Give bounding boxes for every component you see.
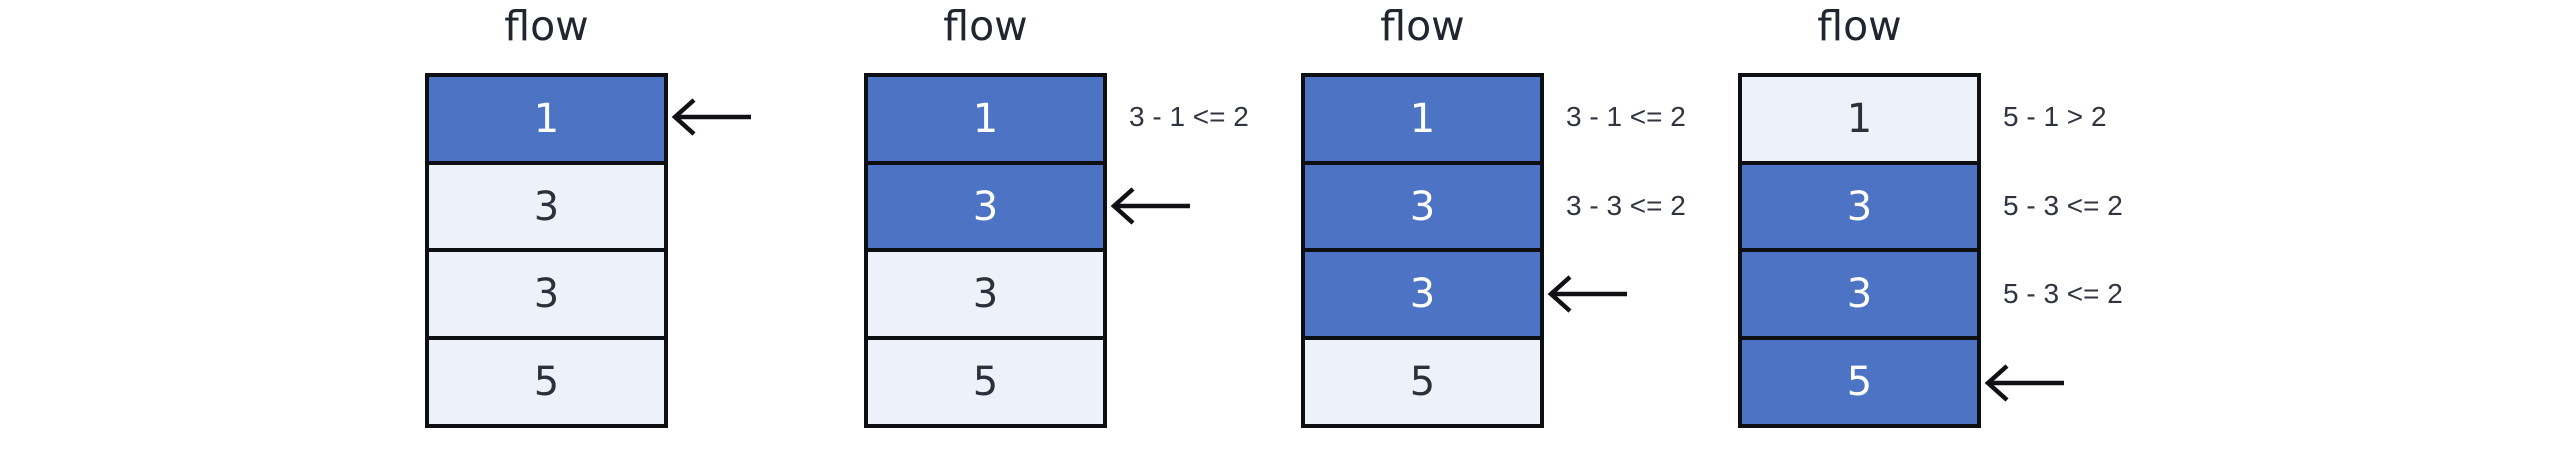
box-value: 3 xyxy=(972,183,999,230)
panel-title: flow xyxy=(1380,2,1465,50)
box-value: 1 xyxy=(1409,96,1436,142)
stack-box: 3 xyxy=(1738,248,1981,340)
flow-panel-3: flow 1 3 3 5 3 - 1 <= 2 3 - 3 <= 2 xyxy=(1301,0,1771,456)
stack-diagram: 1 3 3 5 xyxy=(425,73,668,428)
box-value: 5 xyxy=(972,358,999,405)
stack-box: 3 xyxy=(1738,160,1981,253)
comparison-annotation: 3 - 1 <= 2 xyxy=(1129,101,1249,132)
box-value: 5 xyxy=(533,358,560,405)
comparison-annotation: 5 - 3 <= 2 xyxy=(2003,278,2123,309)
comparison-annotation: 3 - 1 <= 2 xyxy=(1566,101,1686,132)
stack-box: 3 xyxy=(864,248,1107,340)
left-arrow-icon xyxy=(1547,270,1633,318)
stack-diagram: 1 3 3 5 xyxy=(1738,73,1981,428)
stack-box: 1 xyxy=(425,73,668,165)
stack-box: 3 xyxy=(425,248,668,340)
stack-diagram: 1 3 3 5 xyxy=(864,73,1107,428)
left-arrow-icon xyxy=(671,93,757,141)
flow-panel-4: flow 1 3 3 5 5 - 1 > 2 5 - 3 <= 2 5 - 3 … xyxy=(1738,0,2208,456)
stack-box: 1 xyxy=(1301,73,1544,165)
stack-box: 5 xyxy=(425,335,668,428)
comparison-annotation: 3 - 3 <= 2 xyxy=(1566,190,1686,221)
left-arrow-icon xyxy=(1110,182,1196,230)
box-value: 5 xyxy=(1409,358,1436,405)
stack-box: 3 xyxy=(425,160,668,253)
stack-box: 3 xyxy=(1301,160,1544,253)
box-value: 3 xyxy=(533,271,560,317)
panel-title: flow xyxy=(1817,2,1902,50)
stack-box: 5 xyxy=(1301,335,1544,428)
stack-box: 1 xyxy=(1738,73,1981,165)
left-arrow-icon xyxy=(1984,359,2070,407)
comparison-annotation: 5 - 1 > 2 xyxy=(2003,101,2107,132)
box-value: 1 xyxy=(1846,96,1873,142)
panel-title: flow xyxy=(943,2,1028,50)
box-value: 3 xyxy=(1846,183,1873,230)
box-value: 3 xyxy=(1846,271,1873,317)
stack-box: 5 xyxy=(1738,335,1981,428)
stack-box: 5 xyxy=(864,335,1107,428)
stack-diagram: 1 3 3 5 xyxy=(1301,73,1544,428)
stack-box: 3 xyxy=(864,160,1107,253)
box-value: 3 xyxy=(533,183,560,230)
box-value: 3 xyxy=(1409,183,1436,230)
stack-box: 3 xyxy=(1301,248,1544,340)
box-value: 5 xyxy=(1846,358,1873,405)
flow-panel-2: flow 1 3 3 5 3 - 1 <= 2 xyxy=(864,0,1334,456)
panel-title: flow xyxy=(504,2,589,50)
box-value: 3 xyxy=(1409,271,1436,317)
box-value: 3 xyxy=(972,271,999,317)
box-value: 1 xyxy=(533,96,560,142)
stack-box: 1 xyxy=(864,73,1107,165)
box-value: 1 xyxy=(972,96,999,142)
comparison-annotation: 5 - 3 <= 2 xyxy=(2003,190,2123,221)
flow-panel-1: flow 1 3 3 5 xyxy=(425,0,895,456)
